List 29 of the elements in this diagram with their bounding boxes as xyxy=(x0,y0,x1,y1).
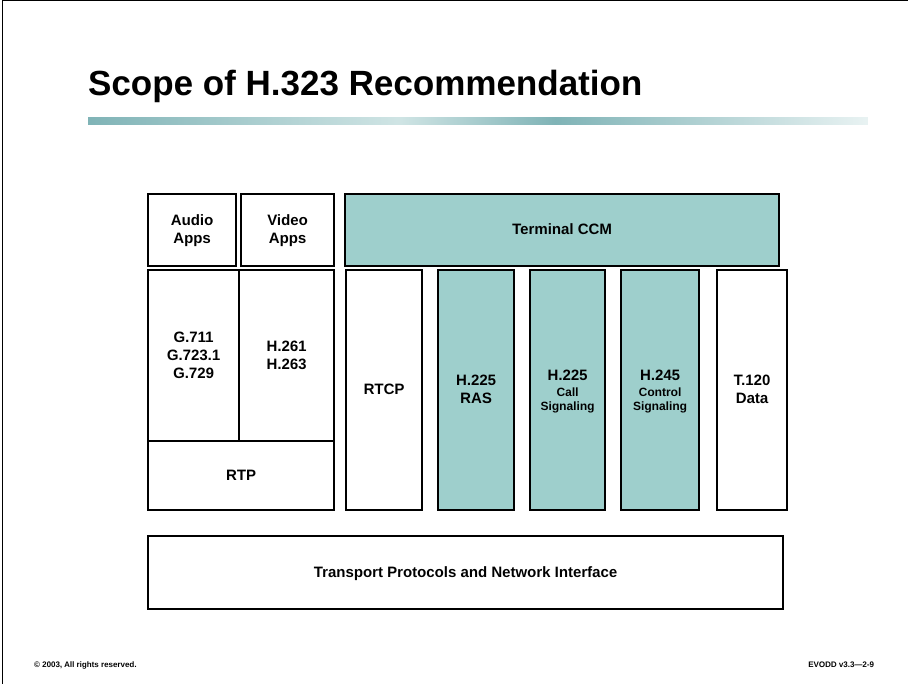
protocol-layer-box xyxy=(437,269,515,511)
layer-label: RTP xyxy=(226,466,256,484)
protocol-layer-box xyxy=(147,535,784,610)
protocol-layer-box xyxy=(716,269,788,511)
layer-label: H.261 H.263 xyxy=(265,338,308,374)
layer-label: H.225 xyxy=(547,367,588,385)
protocol-layer-box xyxy=(529,269,606,511)
layer-label: Transport Protocols and Network Interface xyxy=(314,564,618,582)
layer-label: Video Apps xyxy=(266,212,309,248)
protocol-layer-box xyxy=(240,193,335,267)
footer-note: © 2003, All rights reserved. xyxy=(34,660,137,669)
layer-label: RTCP xyxy=(364,381,404,399)
protocol-layer-box xyxy=(345,269,423,511)
layer-label: Audio Apps xyxy=(170,212,214,248)
protocol-layer-box xyxy=(147,440,335,511)
slide-title: Scope of H.323 Recommendation xyxy=(88,64,642,104)
protocol-layer-box xyxy=(147,193,237,267)
layer-label: G.711 G.723.1 G.729 xyxy=(166,328,222,382)
protocol-layer-box xyxy=(344,193,780,267)
layer-label: Terminal CCM xyxy=(512,221,612,239)
layer-label: H.225 RAS xyxy=(454,372,498,408)
protocol-layer-box xyxy=(238,269,335,442)
layer-label: T.120 Data xyxy=(732,372,772,408)
footer-note: EVODD v3.3—2-9 xyxy=(808,660,874,669)
protocol-layer-box xyxy=(620,269,700,511)
layer-label: Control Signaling xyxy=(633,385,687,413)
layer-label: H.245 xyxy=(640,367,680,385)
layer-label: Call Signaling xyxy=(540,385,594,413)
protocol-layer-box xyxy=(147,269,240,442)
